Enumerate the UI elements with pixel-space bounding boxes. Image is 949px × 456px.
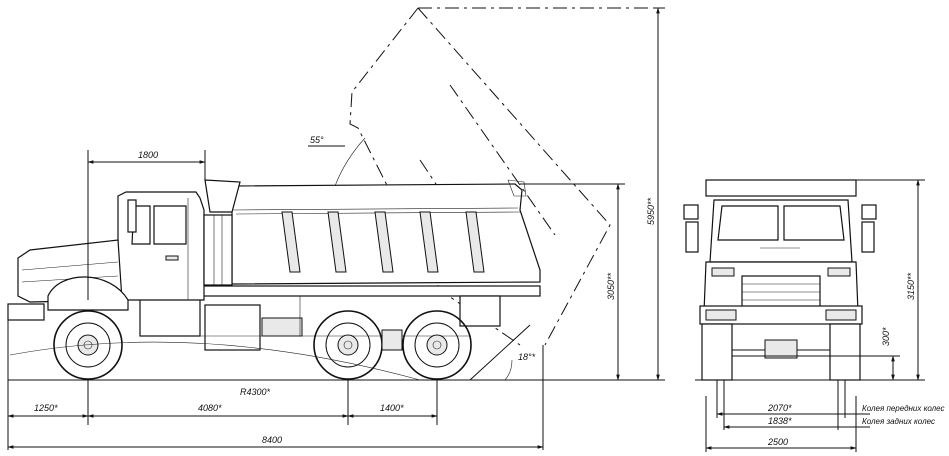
tip-angle-arc	[334, 137, 366, 187]
side-view: 1800 1250* 4080* 1400* 8400 55° R4300* 1…	[7, 7, 665, 450]
note-front-track: Колея передних колес	[862, 404, 945, 413]
dim-front-height: 3150**	[906, 272, 916, 300]
dim-wheelbase: 4080*	[198, 403, 222, 413]
dim-tipped-height: 5950**	[646, 197, 656, 225]
dim-rear-track: 1838*	[768, 416, 792, 426]
cab	[117, 191, 233, 301]
dump-body	[204, 179, 541, 285]
dim-front-overhang: 1250*	[34, 403, 58, 413]
dim-bogie-base: 1400*	[380, 403, 404, 413]
dim-front-track: 2070*	[767, 403, 792, 413]
note-rear-track: Колея задних колес	[862, 417, 935, 426]
dim-body-height: 3050**	[606, 272, 616, 300]
turning-radius-arc	[9, 341, 421, 381]
front-view: 3150** 300* 2070* 1838* 2500 Колея перед…	[683, 179, 945, 452]
dim-overall-length: 8400	[262, 435, 282, 445]
dim-tip-angle: 55°	[310, 135, 324, 145]
dim-overall-width: 2500	[767, 437, 788, 447]
hood	[7, 239, 129, 321]
rear-wheel-2	[402, 310, 472, 380]
dim-ground-clearance: 300*	[881, 327, 891, 346]
dim-turning-radius: R4300*	[240, 387, 271, 397]
rear-wheel-1	[313, 310, 383, 380]
dim-departure-angle: 18°*	[518, 352, 536, 362]
dim-cab-length: 1800	[138, 150, 158, 160]
